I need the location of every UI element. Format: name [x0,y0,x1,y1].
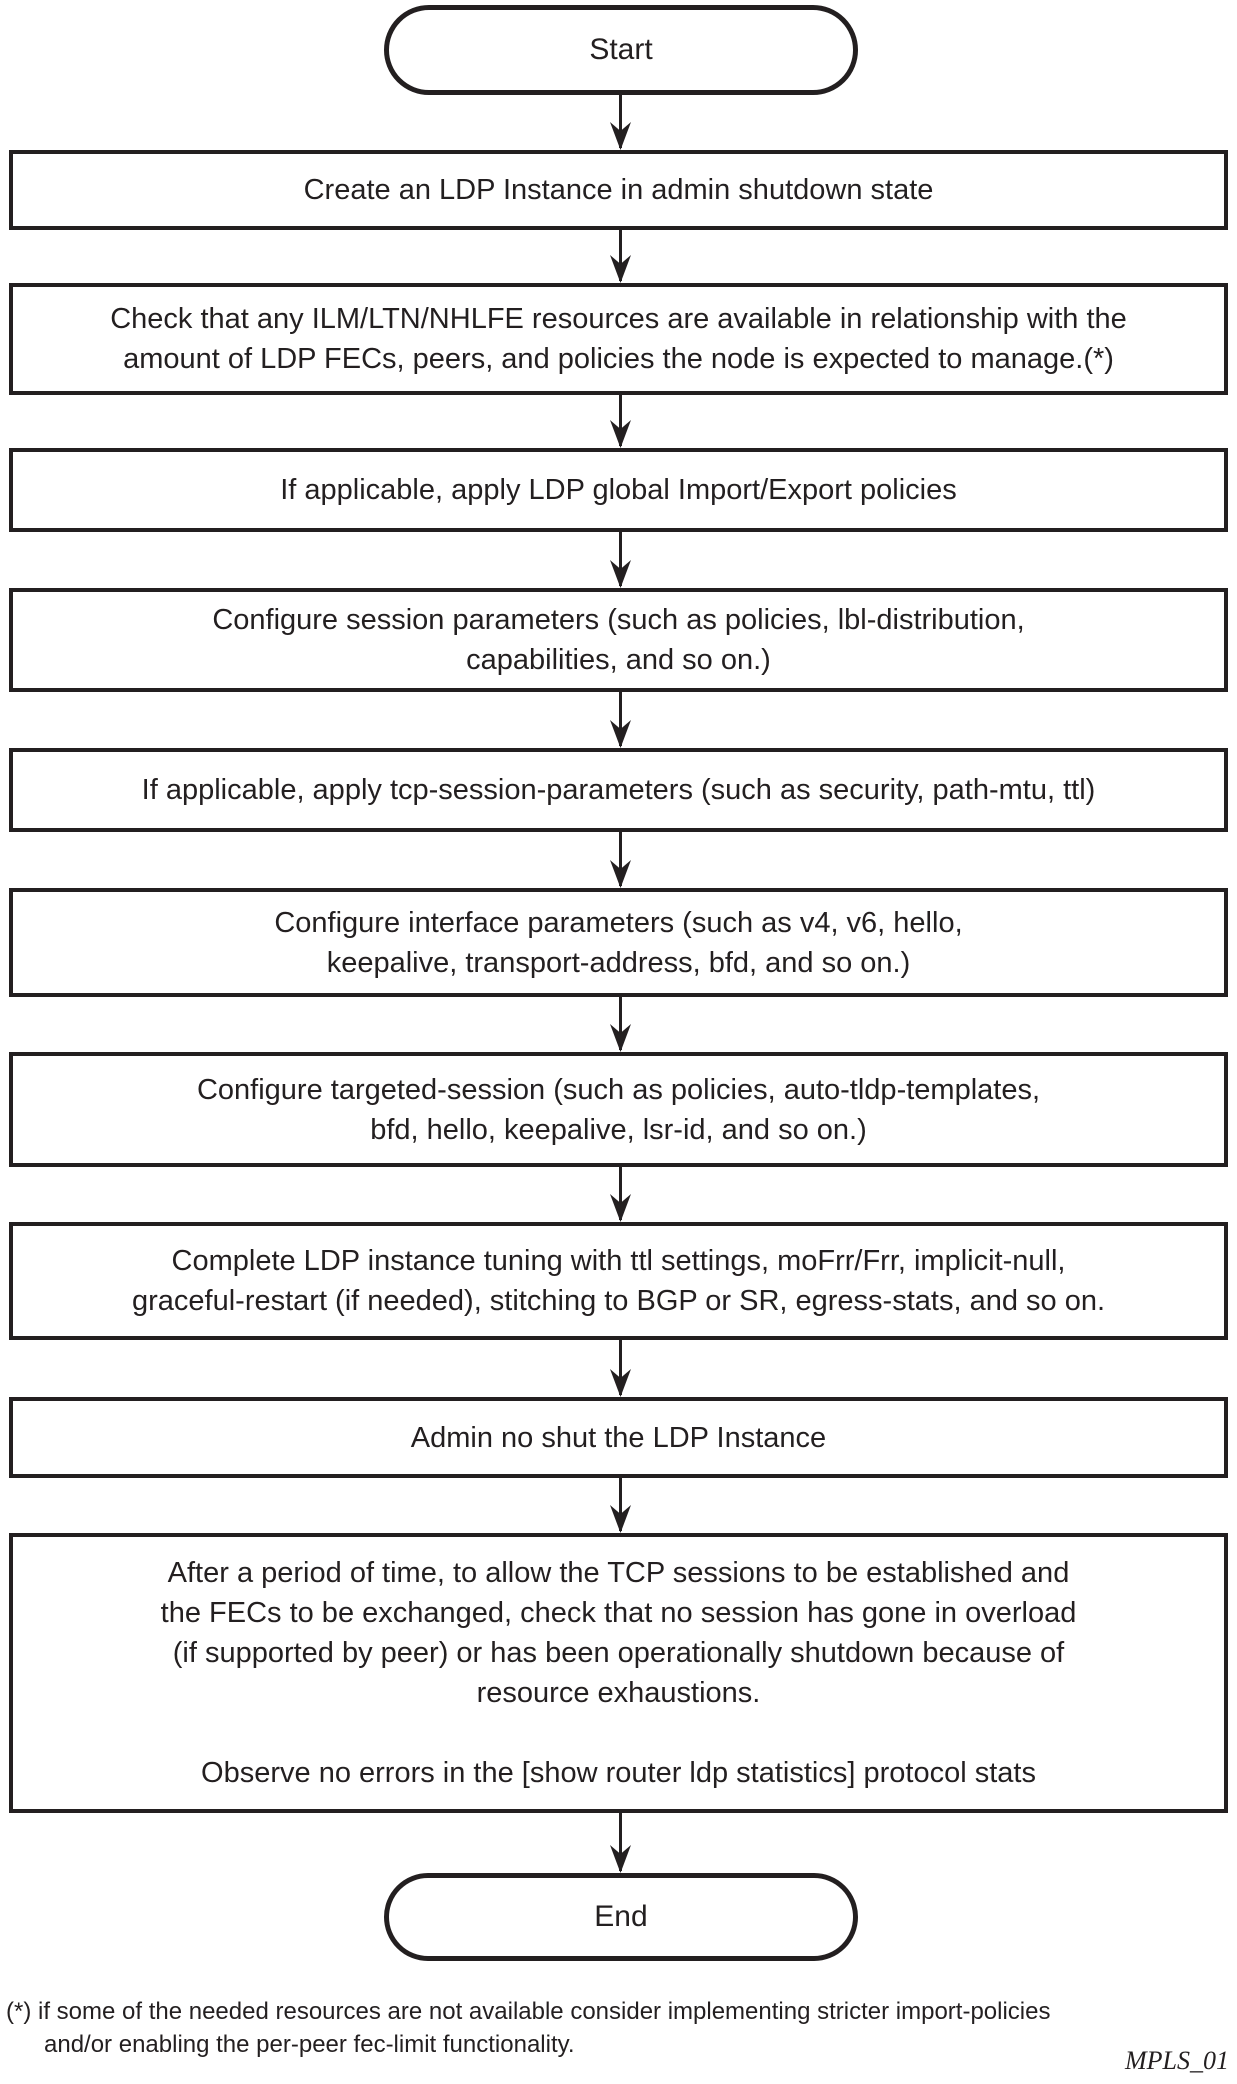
step-configure-targeted-session: Configure targeted-session (such as poli… [9,1052,1228,1167]
step-admin-no-shut: Admin no shut the LDP Instance [9,1397,1228,1478]
step-text: Create an LDP Instance in admin shutdown… [303,174,934,206]
flow-arrow-11 [610,1813,631,1873]
footnote-line-1: (*) if some of the needed resources are … [6,1998,1051,2025]
step-configure-session-parameters: Configure session parameters (such as po… [9,588,1228,692]
step-configure-interface-parameters: Configure interface parameters (such as … [9,888,1228,997]
step-complete-ldp-instance-tuning: Complete LDP instance tuning with ttl se… [9,1222,1228,1340]
step-create-ldp-instance: Create an LDP Instance in admin shutdown… [9,150,1228,230]
figure-id: MPLS_01 [1125,2046,1229,2075]
footnote: (*) if some of the needed resources are … [6,1995,1221,2061]
arrow-down-icon [610,1505,631,1533]
arrow-down-icon [610,560,631,588]
flow-arrow-1 [610,95,631,150]
flow-arrow-7 [610,997,631,1052]
step-text: After a period of time, to allow the TCP… [160,1557,1077,1789]
arrow-down-icon [610,860,631,888]
start-terminator: Start [384,5,858,95]
arrow-down-icon [610,420,631,448]
step-text: Admin no shut the LDP Instance [410,1421,827,1454]
footnote-line-2: and/or enabling the per-peer fec-limit f… [44,2031,575,2058]
flow-arrow-10 [610,1478,631,1533]
flow-arrow-9 [610,1340,631,1397]
flow-arrow-6 [610,832,631,888]
arrow-down-icon [610,1845,631,1873]
step-apply-global-import-export-policies: If applicable, apply LDP global Import/E… [9,448,1228,532]
arrow-down-icon [610,1369,631,1397]
arrow-down-icon [610,1024,631,1052]
flow-arrow-4 [610,532,631,588]
arrow-down-icon [610,122,631,150]
flow-arrow-2 [610,230,631,283]
step-text: Configure targeted-session (such as poli… [196,1073,1041,1146]
arrow-down-icon [610,1194,631,1222]
arrow-down-icon [610,255,631,283]
flow-arrow-5 [610,692,631,748]
step-text: If applicable, apply tcp-session-paramet… [141,774,1096,806]
flow-arrow-3 [610,395,631,448]
end-label: End [594,1900,648,1933]
flow-arrow-8 [610,1167,631,1222]
end-terminator: End [384,1873,858,1961]
step-text: Complete LDP instance tuning with ttl se… [131,1245,1106,1317]
step-text: Check that any ILM/LTN/NHLFE resources a… [110,303,1127,375]
arrow-down-icon [610,720,631,748]
step-text: Configure session parameters (such as po… [212,604,1025,676]
step-verify-sessions-and-stats: After a period of time, to allow the TCP… [9,1533,1228,1813]
step-apply-tcp-session-parameters: If applicable, apply tcp-session-paramet… [9,748,1228,832]
step-text: Configure interface parameters (such as … [274,906,963,979]
start-label: Start [589,33,653,66]
step-text: If applicable, apply LDP global Import/E… [280,474,957,506]
step-check-resources: Check that any ILM/LTN/NHLFE resources a… [9,283,1228,395]
